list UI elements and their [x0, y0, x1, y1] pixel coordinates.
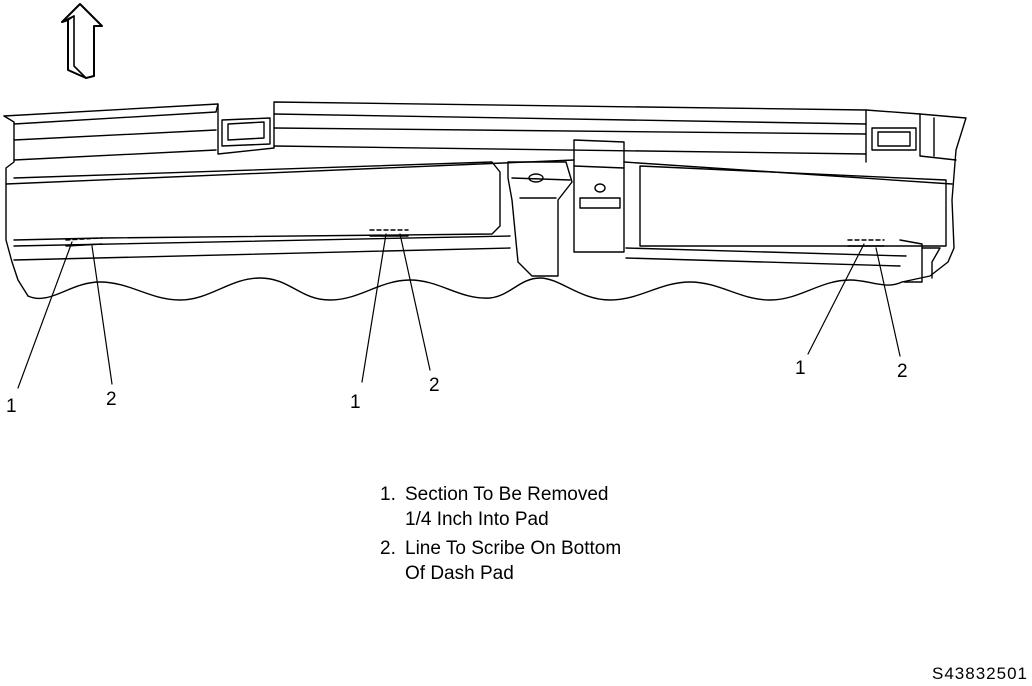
callout-1-left: 1 — [6, 396, 17, 417]
legend-line: Section To Be Removed — [405, 484, 609, 505]
front-direction-arrow-icon — [61, 3, 103, 79]
callout-1-right: 1 — [795, 358, 806, 379]
legend-item-1: 1. Section To Be Removed 1/4 Inch Into P… — [380, 482, 621, 532]
legend: 1. Section To Be Removed 1/4 Inch Into P… — [380, 482, 621, 590]
legend-item-2: 2. Line To Scribe On Bottom Of Dash Pad — [380, 536, 621, 586]
legend-number: 1. — [380, 484, 396, 505]
removal-sections — [65, 229, 885, 247]
legend-line: Of Dash Pad — [405, 563, 514, 584]
leader-lines — [17, 233, 901, 389]
callout-2-right: 2 — [897, 361, 908, 382]
legend-line: 1/4 Inch Into Pad — [405, 509, 549, 530]
legend-line: Line To Scribe On Bottom — [405, 538, 622, 559]
callout-1-center: 1 — [350, 392, 361, 413]
legend-number: 2. — [380, 538, 396, 559]
callout-2-left: 2 — [106, 389, 117, 410]
dash-pad-body — [3, 101, 967, 301]
figure-id: S43832501 — [932, 664, 1028, 683]
callout-2-center: 2 — [429, 375, 440, 396]
